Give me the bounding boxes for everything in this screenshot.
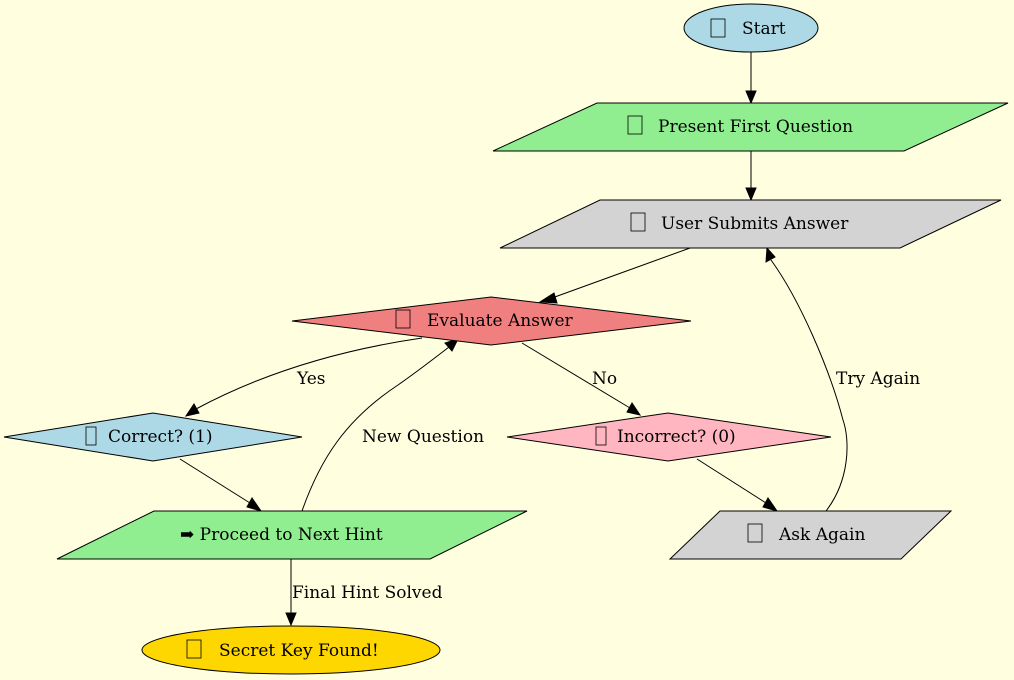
key-icon [186, 639, 202, 659]
node-secret-key-found: Secret Key Found! [141, 625, 441, 675]
evaluate-label: Evaluate Answer [427, 311, 574, 331]
node-ask-again: Ask Again [668, 510, 953, 560]
node-incorrect: Incorrect? (0) [506, 412, 832, 462]
edge-label-no: No [592, 369, 617, 389]
edge-label-new-question: New Question [362, 427, 484, 447]
edge-evaluate-to-incorrect [521, 342, 642, 416]
node-evaluate-answer: Evaluate Answer [291, 296, 692, 346]
edge-ask-to-submit [765, 246, 848, 512]
speech-bubble-icon [630, 212, 646, 232]
submit-shape [499, 199, 1002, 249]
edge-proceed-to-secret [285, 559, 297, 627]
repeat-icon [747, 523, 763, 543]
edge-start-to-present [745, 52, 757, 105]
edge-label-yes: Yes [296, 369, 326, 389]
rocket-icon [710, 18, 726, 38]
node-correct: Correct? (1) [3, 412, 303, 462]
edge-submit-to-evaluate [538, 247, 691, 304]
puzzle-icon [627, 115, 643, 135]
secret-shape [141, 625, 441, 675]
node-start: Start [683, 3, 819, 53]
evaluate-shape [291, 296, 692, 346]
ask-shape [668, 510, 953, 560]
start-shape [683, 3, 819, 53]
edge-label-final-hint-solved: Final Hint Solved [292, 583, 443, 603]
proceed-shape [56, 510, 528, 560]
incorrect-label: Incorrect? (0) [617, 427, 736, 447]
node-proceed-to-next-hint: ➡ Proceed to Next Hint [56, 510, 528, 560]
node-present-first-question: Present First Question [492, 102, 1009, 152]
node-user-submits-answer: User Submits Answer [499, 199, 1002, 249]
submit-label: User Submits Answer [661, 214, 849, 234]
present-shape [492, 102, 1009, 152]
edge-evaluate-to-correct [184, 337, 423, 417]
edge-present-to-submit [745, 151, 757, 202]
magnifier-icon [395, 309, 411, 329]
start-label: Start [742, 19, 786, 39]
secret-label: Secret Key Found! [219, 641, 379, 661]
check-mark-icon [85, 426, 97, 446]
cross-mark-icon [595, 426, 607, 446]
correct-label: Correct? (1) [108, 427, 213, 447]
edge-label-try-again: Try Again [836, 369, 920, 389]
edge-correct-to-proceed [179, 458, 263, 512]
proceed-label: ➡ Proceed to Next Hint [180, 525, 383, 545]
ask-label: Ask Again [778, 525, 865, 545]
incorrect-shape [506, 412, 832, 462]
edge-proceed-to-evaluate [301, 338, 459, 512]
correct-shape [3, 412, 303, 462]
present-label: Present First Question [658, 117, 853, 137]
edge-incorrect-to-ask [696, 458, 779, 512]
